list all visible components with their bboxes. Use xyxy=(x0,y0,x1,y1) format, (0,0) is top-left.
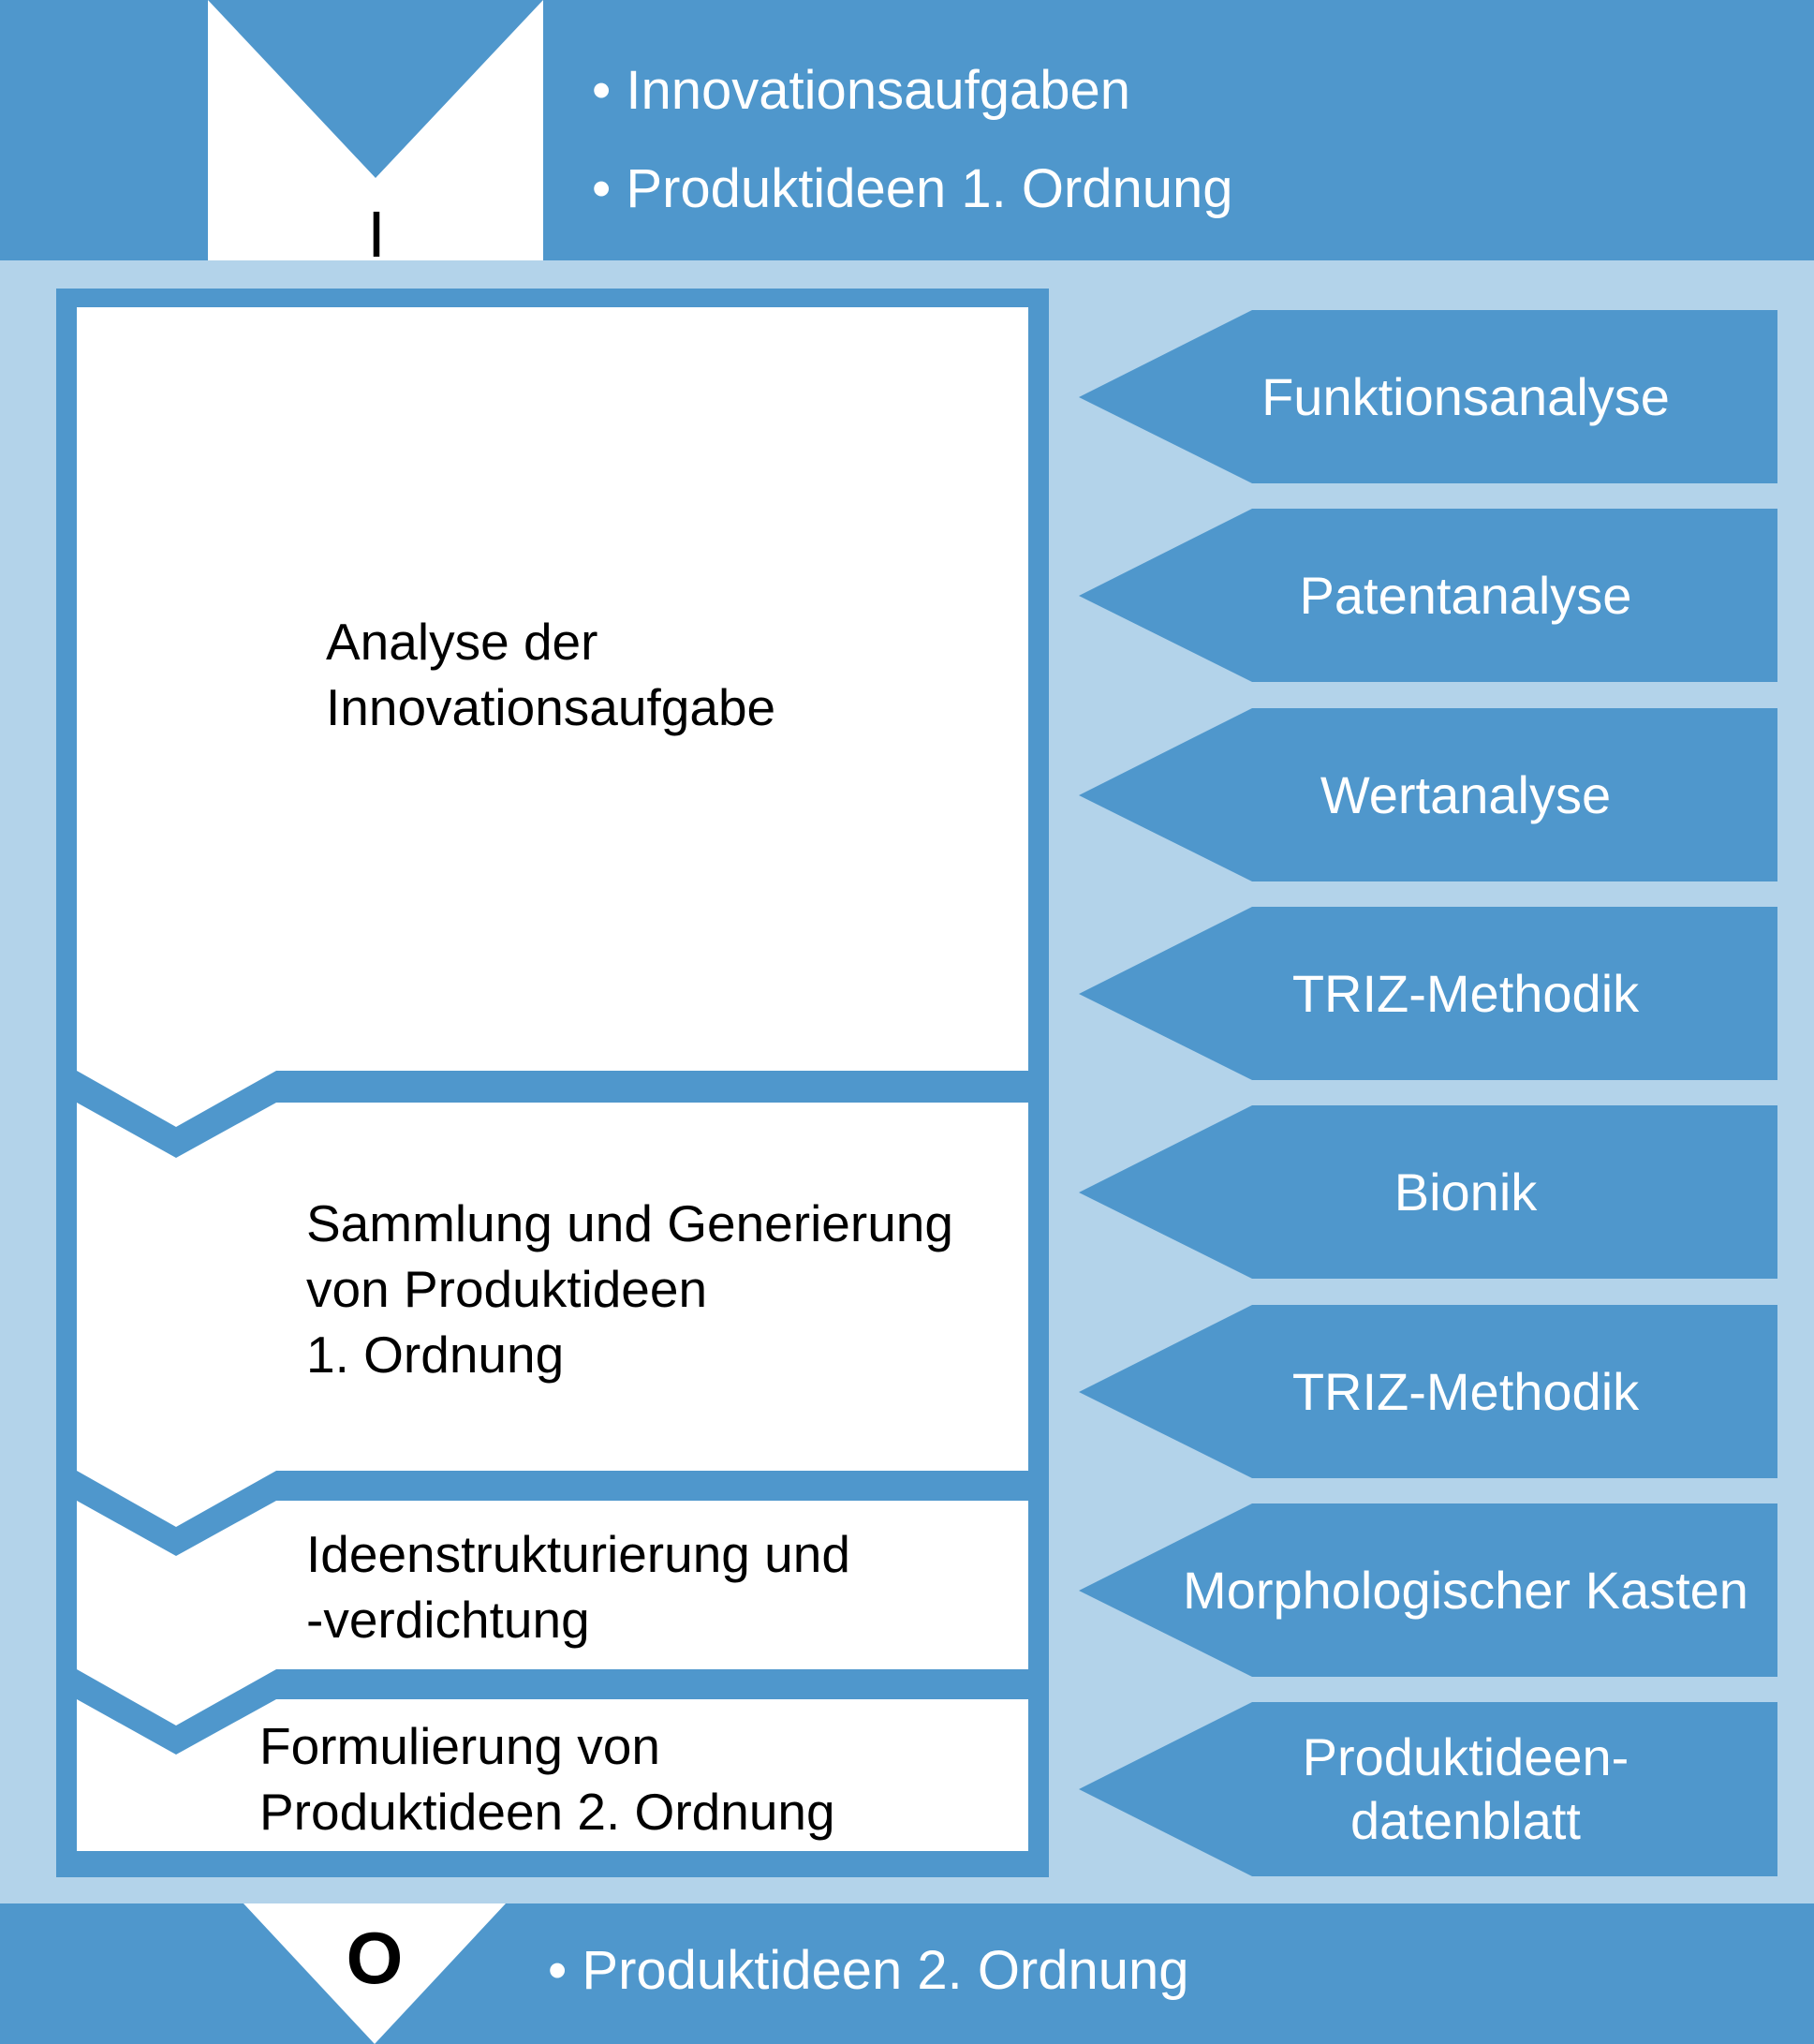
step-3-line-1: Ideenstrukturierung und xyxy=(306,1525,850,1583)
method-5-line-1: Bionik xyxy=(1394,1163,1538,1222)
method-4-label: TRIZ-Methodik xyxy=(1110,962,1814,1026)
step-2-line-3: 1. Ordnung xyxy=(306,1326,565,1384)
method-arrow-2 xyxy=(1079,509,1777,682)
output-marker: O xyxy=(346,1917,404,1999)
method-4-line-1: TRIZ-Methodik xyxy=(1291,964,1640,1023)
step-2-text: Sammlung und Generierung von Produktidee… xyxy=(306,1191,953,1387)
input-arrow-notch xyxy=(208,0,543,178)
method-arrow-6 xyxy=(1079,1305,1777,1478)
step-box-1 xyxy=(77,307,1028,1127)
method-8-label: Produktideen- datenblatt xyxy=(1110,1726,1814,1853)
step-1-line-1: Analyse der xyxy=(326,613,598,671)
method-8-line-2: datenblatt xyxy=(1350,1791,1581,1850)
step-4-text: Formulierung von Produktideen 2. Ordnung xyxy=(259,1713,835,1844)
method-7-line-1: Morphologischer Kasten xyxy=(1183,1561,1748,1620)
input-marker: I xyxy=(367,198,386,271)
step-box-2 xyxy=(77,1103,1028,1527)
step-4-line-2: Produktideen 2. Ordnung xyxy=(259,1783,835,1841)
method-2-label: Patentanalyse xyxy=(1110,564,1814,628)
method-3-line-1: Wertanalyse xyxy=(1320,765,1612,824)
method-arrow-3 xyxy=(1079,708,1777,881)
method-arrow-1 xyxy=(1079,310,1777,483)
output-item-1: • Produktideen 2. Ordnung xyxy=(548,1940,1189,2001)
method-2-line-1: Patentanalyse xyxy=(1299,566,1632,625)
step-3-line-2: -verdichtung xyxy=(306,1591,590,1649)
method-1-line-1: Funktionsanalyse xyxy=(1261,367,1670,426)
input-item-2: • Produktideen 1. Ordnung xyxy=(592,158,1233,219)
method-3-label: Wertanalyse xyxy=(1110,763,1814,827)
method-6-label: TRIZ-Methodik xyxy=(1110,1360,1814,1424)
step-box-4 xyxy=(77,1699,1028,1851)
method-1-label: Funktionsanalyse xyxy=(1110,365,1814,429)
method-7-label: Morphologischer Kasten xyxy=(1110,1559,1814,1622)
method-5-label: Bionik xyxy=(1110,1161,1814,1224)
method-arrow-4 xyxy=(1079,907,1777,1080)
method-arrow-8 xyxy=(1079,1702,1777,1876)
step-2-line-2: von Produktideen xyxy=(306,1260,708,1318)
step-box-3 xyxy=(77,1501,1028,1726)
step-1-line-2: Innovationsaufgabe xyxy=(326,678,776,736)
method-8-line-1: Produktideen- xyxy=(1302,1727,1630,1786)
method-6-line-1: TRIZ-Methodik xyxy=(1291,1362,1640,1421)
step-4-line-1: Formulierung von xyxy=(259,1717,660,1775)
step-3-text: Ideenstrukturierung und -verdichtung xyxy=(306,1521,850,1652)
input-item-1: • Innovationsaufgaben xyxy=(592,60,1130,121)
method-arrow-7 xyxy=(1079,1503,1777,1677)
method-arrow-5 xyxy=(1079,1105,1777,1279)
step-2-line-1: Sammlung und Generierung xyxy=(306,1194,953,1252)
step-1-text: Analyse der Innovationsaufgabe xyxy=(326,609,775,740)
output-arrow xyxy=(243,1903,506,2044)
